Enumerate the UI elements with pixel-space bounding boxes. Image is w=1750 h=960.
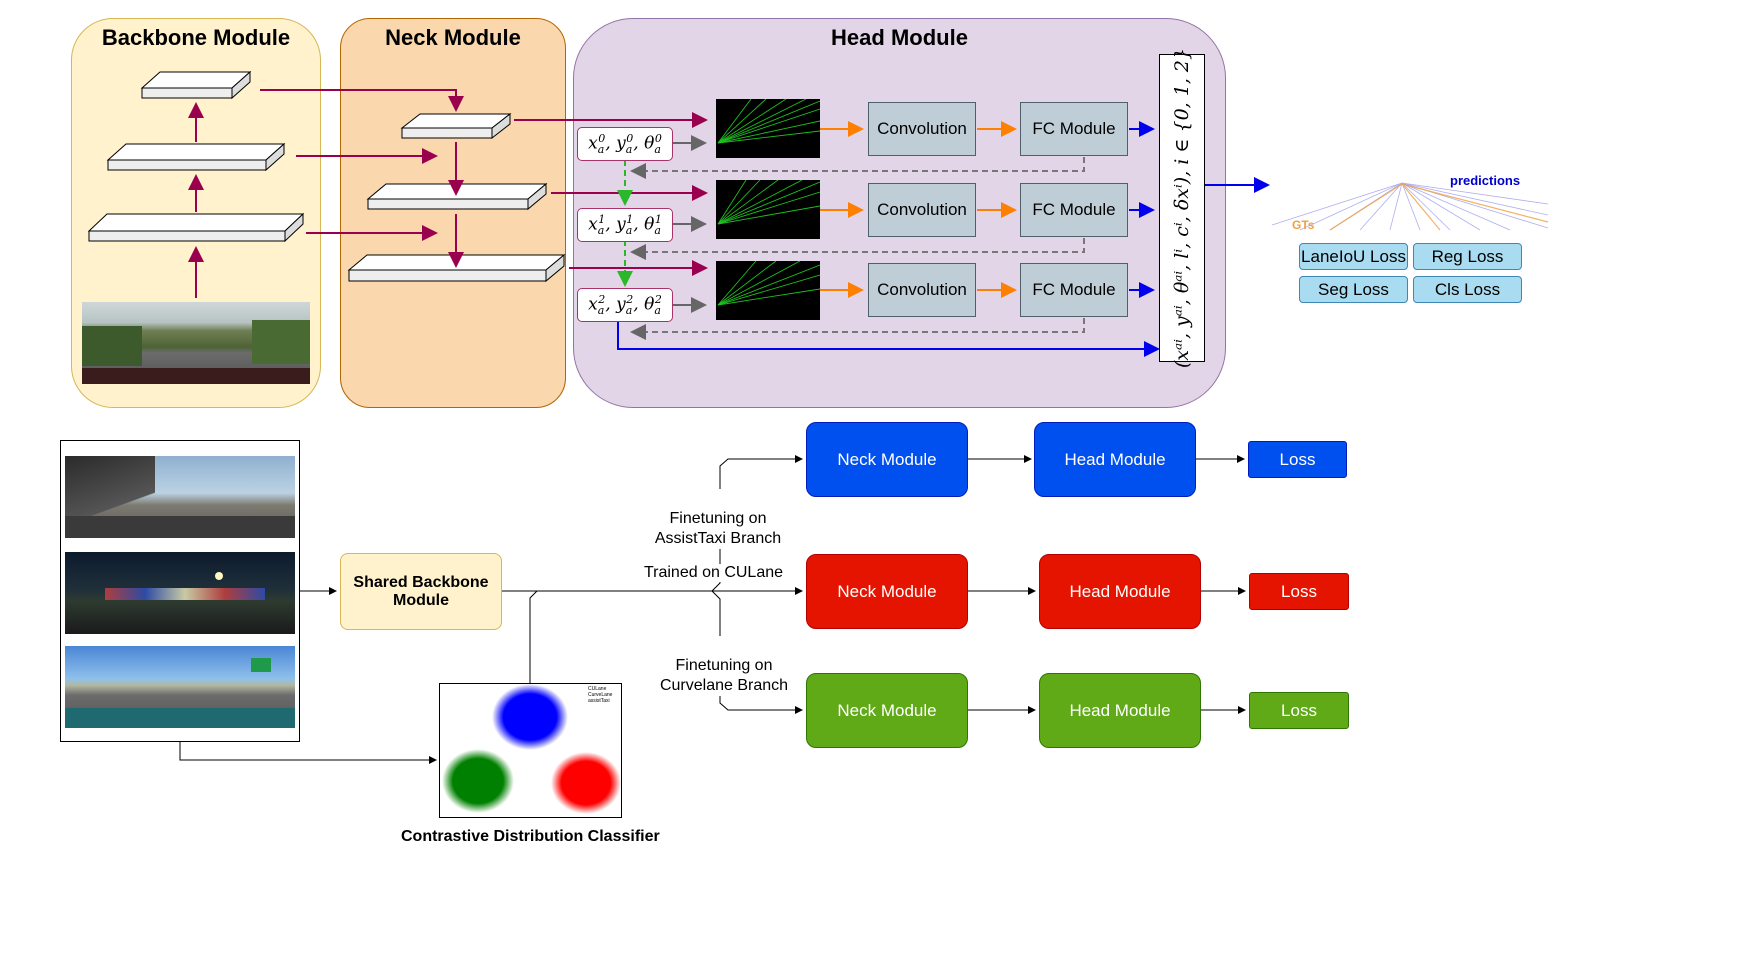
convolution-box-2: Convolution bbox=[868, 183, 976, 237]
neck-module-title: Neck Module bbox=[385, 25, 521, 50]
legend-culane: CULane bbox=[588, 686, 607, 692]
assisttaxi-branch-label: Finetuning on AssistTaxi Branch bbox=[648, 489, 788, 549]
assisttaxi-sample-image bbox=[65, 456, 295, 538]
fc-module-box-1: FC Module bbox=[1020, 102, 1128, 156]
gts-label: GTs bbox=[1292, 218, 1315, 232]
neck-module-region: Neck Module bbox=[340, 18, 566, 408]
legend-curvelane: CurveLane bbox=[588, 692, 613, 698]
assisttaxi-head-module: Head Module bbox=[1034, 422, 1196, 497]
predictions-label: predictions bbox=[1450, 173, 1521, 188]
culane-head-module: Head Module bbox=[1039, 554, 1201, 629]
assisttaxi-branch-text: Finetuning on AssistTaxi Branch bbox=[654, 510, 782, 547]
anchor-2-theta: θa2 bbox=[644, 292, 662, 318]
anchor-1-x: xa1, bbox=[588, 212, 617, 238]
convolution-box-3: Convolution bbox=[868, 263, 976, 317]
culane-neck-module: Neck Module bbox=[806, 554, 968, 629]
anchor-0-x: xa0, bbox=[588, 131, 617, 157]
anchor-box-1: xa1, ya1, θa1 bbox=[577, 208, 673, 242]
backbone-feature-map-1 bbox=[140, 70, 252, 100]
lane-anchor-map-3 bbox=[716, 261, 820, 320]
curvelane-branch-label: Finetuning on Curvelane Branch bbox=[654, 636, 794, 696]
fc-module-box-2: FC Module bbox=[1020, 183, 1128, 237]
neck-feature-map-1 bbox=[400, 112, 512, 140]
curvelane-loss: Loss bbox=[1249, 692, 1349, 729]
anchor-2-x: xa2, bbox=[588, 292, 617, 318]
anchor-1-theta: θa1 bbox=[644, 212, 662, 238]
culane-cluster bbox=[492, 684, 568, 750]
shared-backbone-label: Shared Backbone Module bbox=[353, 573, 489, 609]
anchor-0-theta: θa0 bbox=[644, 131, 662, 157]
anchor-1-y: ya1, bbox=[616, 212, 645, 238]
reg-loss-box: Reg Loss bbox=[1413, 243, 1522, 270]
anchor-box-2: xa2, ya2, θa2 bbox=[577, 288, 673, 322]
head-module-title: Head Module bbox=[831, 25, 968, 50]
backbone-feature-map-3 bbox=[87, 212, 305, 243]
seg-loss-box: Seg Loss bbox=[1299, 276, 1408, 303]
convolution-box-1: Convolution bbox=[868, 102, 976, 156]
assisttaxi-cluster bbox=[551, 752, 621, 814]
culane-branch-text: Trained on CULane bbox=[643, 564, 784, 581]
curvelane-sample-image bbox=[65, 646, 295, 728]
shared-backbone-module-box: Shared Backbone Module bbox=[340, 553, 502, 630]
legend-assisttaxi: assistTaxi bbox=[588, 698, 610, 704]
cluster-scatter bbox=[442, 684, 621, 814]
curvelane-neck-module: Neck Module bbox=[806, 673, 968, 748]
classifier-legend: CULane CurveLane assistTaxi bbox=[588, 686, 612, 704]
culane-loss: Loss bbox=[1249, 573, 1349, 610]
road-input-image bbox=[82, 302, 310, 384]
lane-anchor-map-2 bbox=[716, 180, 820, 239]
anchor-2-y: ya2, bbox=[616, 292, 645, 318]
assisttaxi-neck-module: Neck Module bbox=[806, 422, 968, 497]
lane-rays-3 bbox=[717, 261, 820, 306]
curvelane-head-module: Head Module bbox=[1039, 673, 1201, 748]
culane-branch-label: Trained on CULane bbox=[641, 564, 786, 582]
anchor-0-y: ya0, bbox=[616, 131, 645, 157]
cls-loss-box: Cls Loss bbox=[1413, 276, 1522, 303]
lane-rays-1 bbox=[717, 99, 820, 144]
assisttaxi-loss: Loss bbox=[1248, 441, 1347, 478]
culane-sample-image bbox=[65, 552, 295, 634]
fc-module-box-3: FC Module bbox=[1020, 263, 1128, 317]
predictions-visualization bbox=[1271, 138, 1550, 231]
lane-rays-2 bbox=[717, 180, 820, 225]
contrastive-classifier-plot: CULane CurveLane assistTaxi bbox=[439, 683, 622, 818]
lane-anchor-map-1 bbox=[716, 99, 820, 158]
backbone-feature-map-2 bbox=[106, 142, 286, 172]
anchor-box-0: xa0, ya0, θa0 bbox=[577, 127, 673, 161]
curvelane-cluster bbox=[442, 749, 514, 813]
output-vector-box: (xᵃⁱ, yᵃⁱ, θᵃⁱ, lⁱ, cⁱ, δxⁱ), i ∈ {0, 1,… bbox=[1159, 48, 1205, 368]
laneiou-loss-box: LaneIoU Loss bbox=[1299, 243, 1408, 270]
backbone-module-title: Backbone Module bbox=[101, 25, 291, 50]
curvelane-branch-text: Finetuning on Curvelane Branch bbox=[659, 657, 789, 694]
classifier-caption: Contrastive Distribution Classifier bbox=[401, 828, 660, 845]
